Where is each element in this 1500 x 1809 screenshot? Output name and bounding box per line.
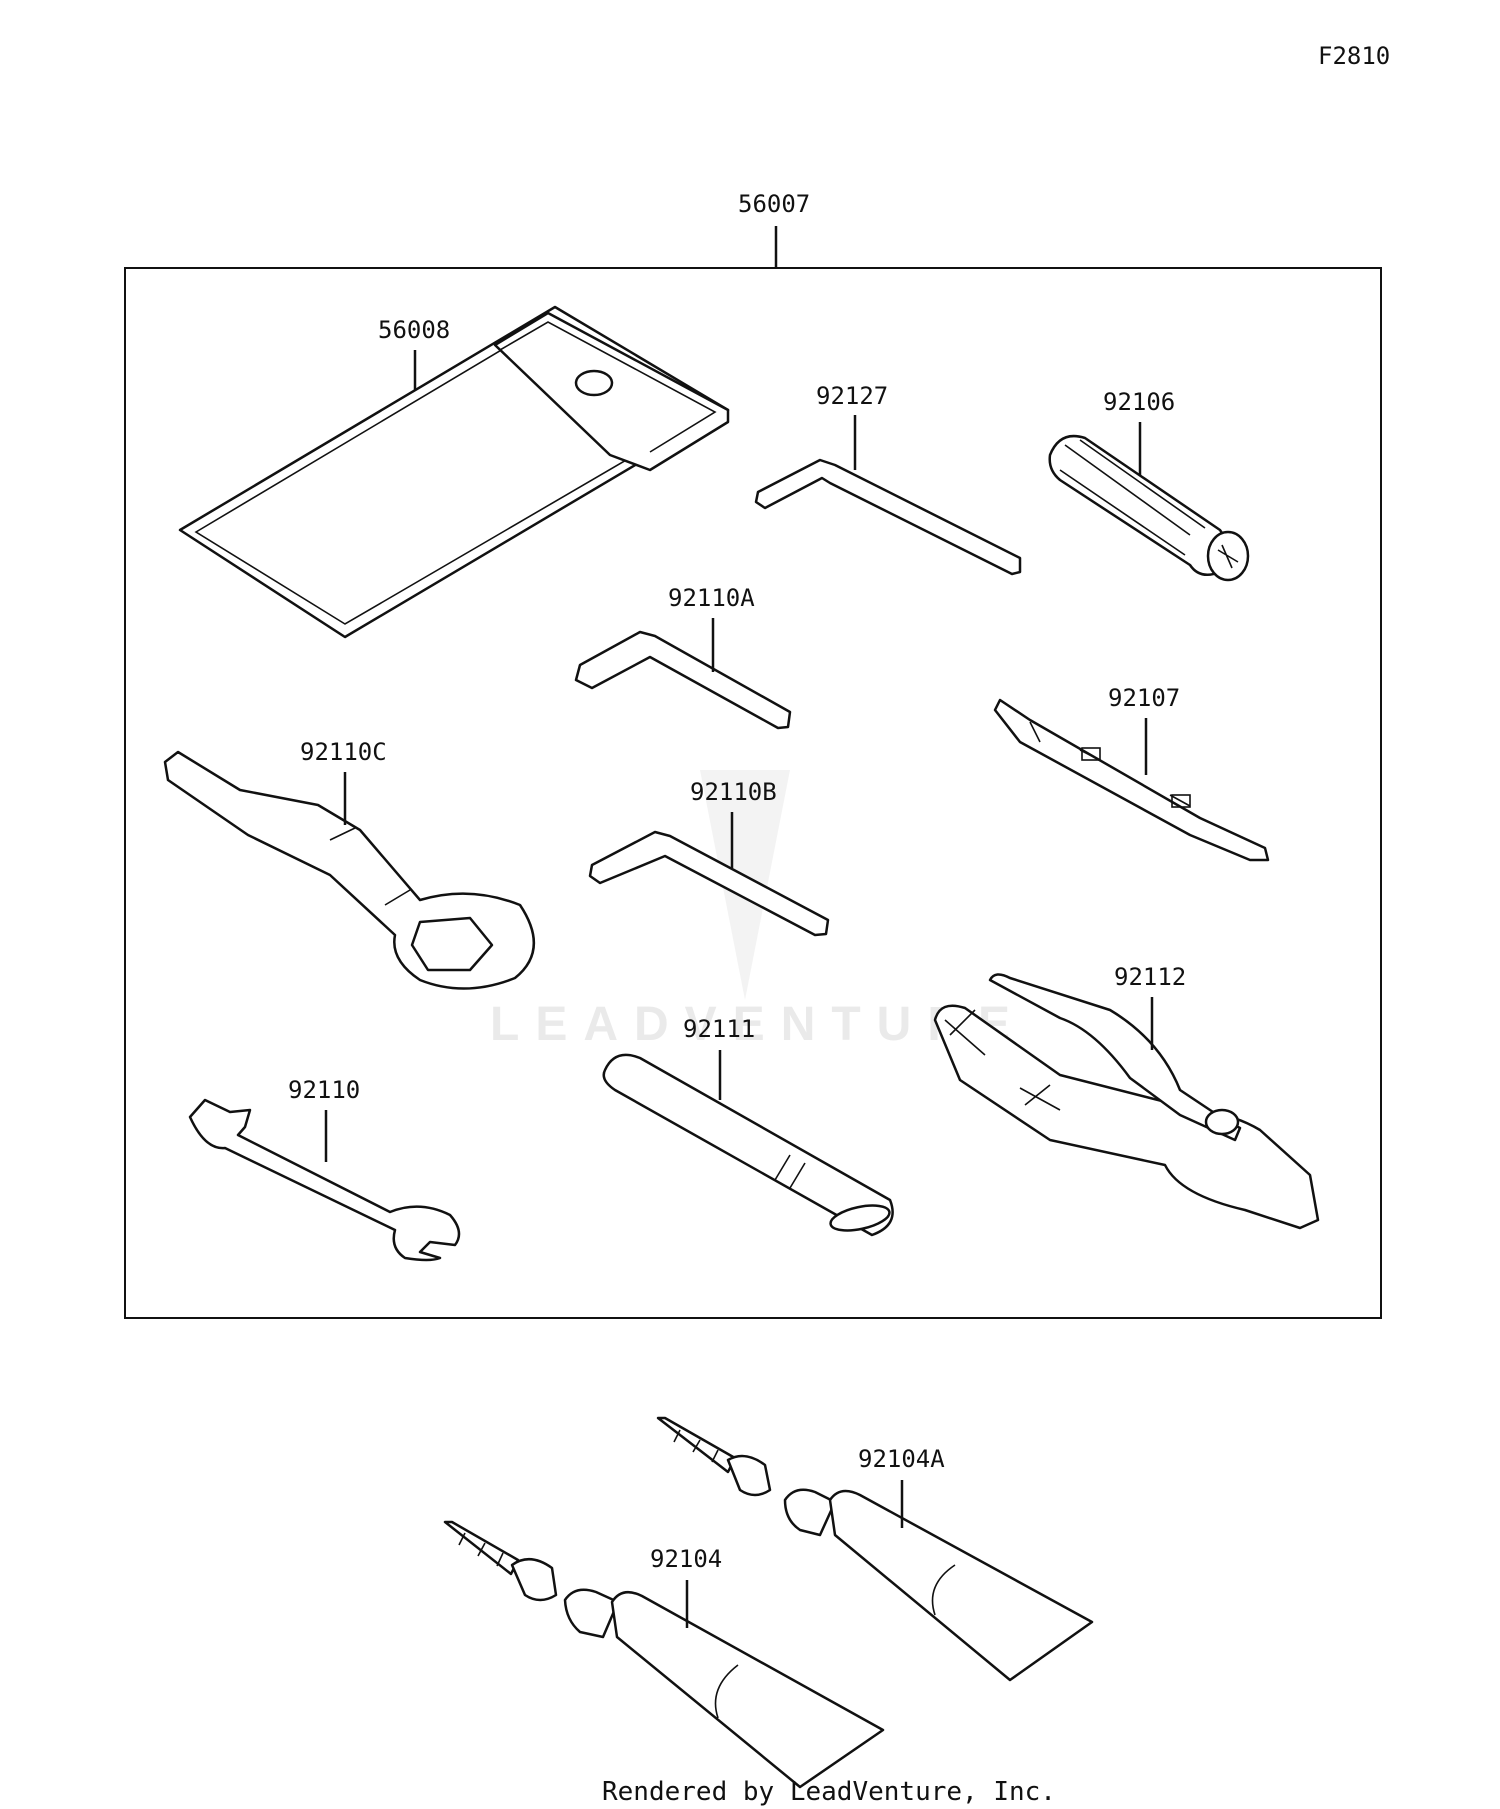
label-92104[interactable]: 92104: [650, 1545, 722, 1573]
label-92127[interactable]: 92127: [816, 382, 888, 410]
screwdriver-bit-92107: 92107: [993, 684, 1270, 862]
watermark-text: LEADVENTURE: [490, 998, 1026, 1051]
hex-key-92110b: 92110B: [588, 778, 830, 937]
label-92111[interactable]: 92111: [683, 1015, 755, 1043]
tool-kit-box: 56007: [124, 190, 1382, 1319]
label-92110c[interactable]: 92110C: [300, 738, 387, 766]
driver-handle-92106: 92106: [1048, 388, 1250, 582]
label-92104a[interactable]: 92104A: [858, 1445, 945, 1473]
label-56007[interactable]: 56007: [738, 190, 810, 218]
label-92112[interactable]: 92112: [1114, 963, 1186, 991]
hex-key-92127: 92127: [754, 382, 1022, 576]
open-wrench-92110: 92110: [188, 1076, 461, 1262]
extension-tube-92111: 92111: [602, 1015, 894, 1237]
tool-bag-56008: 56008: [178, 305, 730, 639]
label-92110a[interactable]: 92110A: [668, 584, 755, 612]
hex-key-92110a: 92110A: [574, 584, 792, 730]
label-56008[interactable]: 56008: [378, 316, 450, 344]
label-92106[interactable]: 92106: [1103, 388, 1175, 416]
label-92110[interactable]: 92110: [288, 1076, 360, 1104]
box-wrench-92110c: 92110C: [163, 738, 535, 990]
sealant-tube-92104a: 92104A: [656, 1416, 1094, 1682]
label-92110b[interactable]: 92110B: [690, 778, 777, 806]
sealant-tube-92104: 92104: [443, 1520, 885, 1789]
footer-credit: Rendered by LeadVenture, Inc.: [602, 1777, 1056, 1807]
label-92107[interactable]: 92107: [1108, 684, 1180, 712]
figure-code: F2810: [1318, 42, 1390, 70]
pliers-92112: 92112: [933, 963, 1320, 1230]
